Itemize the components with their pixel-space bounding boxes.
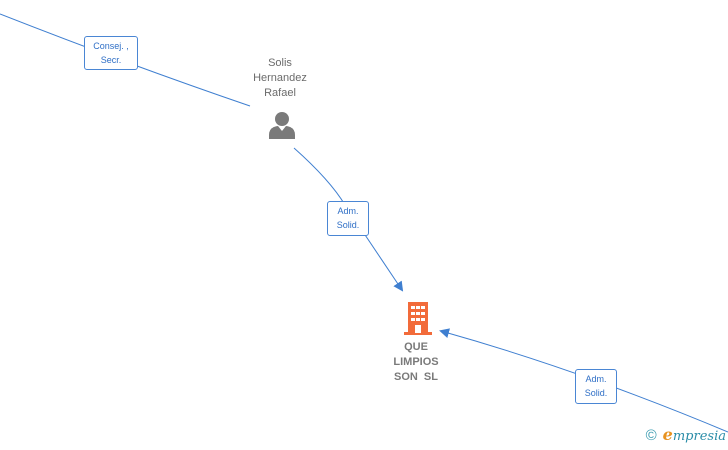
company-name-line-1: QUE [404, 341, 428, 353]
edge-label-line-1: Consej. , [93, 41, 129, 51]
footer-brand: © empresia [645, 426, 726, 446]
person-name-line-3: Rafael [264, 87, 296, 99]
edge-label-line-2: Secr. [100, 55, 122, 65]
building-icon[interactable] [402, 300, 434, 336]
company-name-line-3: SON SL [393, 371, 438, 383]
company-node-name[interactable]: QUE LIMPIOS SON SL [372, 340, 460, 385]
copyright-icon: © [645, 427, 657, 444]
brand-rest: mpresia [672, 429, 726, 444]
edge-label-line-1: Adm. [337, 206, 359, 216]
edge-label-line-2: Solid. [336, 220, 360, 230]
edge-label-consej-secr[interactable]: Consej. , Secr. [84, 36, 138, 70]
brand-initial: e [662, 425, 673, 444]
edge-label-adm-solid-right[interactable]: Adm. Solid. [575, 369, 617, 404]
person-icon[interactable] [266, 110, 298, 140]
edge-label-adm-solid-center[interactable]: Adm. Solid. [327, 201, 369, 236]
company-name-line-2: LIMPIOS [393, 356, 439, 368]
edge-label-line-1: Adm. [585, 374, 607, 384]
empresia-logo[interactable]: empresia [663, 426, 726, 446]
edge-label-line-2: Solid. [584, 388, 608, 398]
person-name-line-2: Hernandez [253, 72, 307, 84]
person-name-line-1: Solis [268, 57, 292, 69]
person-node-name[interactable]: Solis Hernandez Rafael [232, 56, 328, 101]
